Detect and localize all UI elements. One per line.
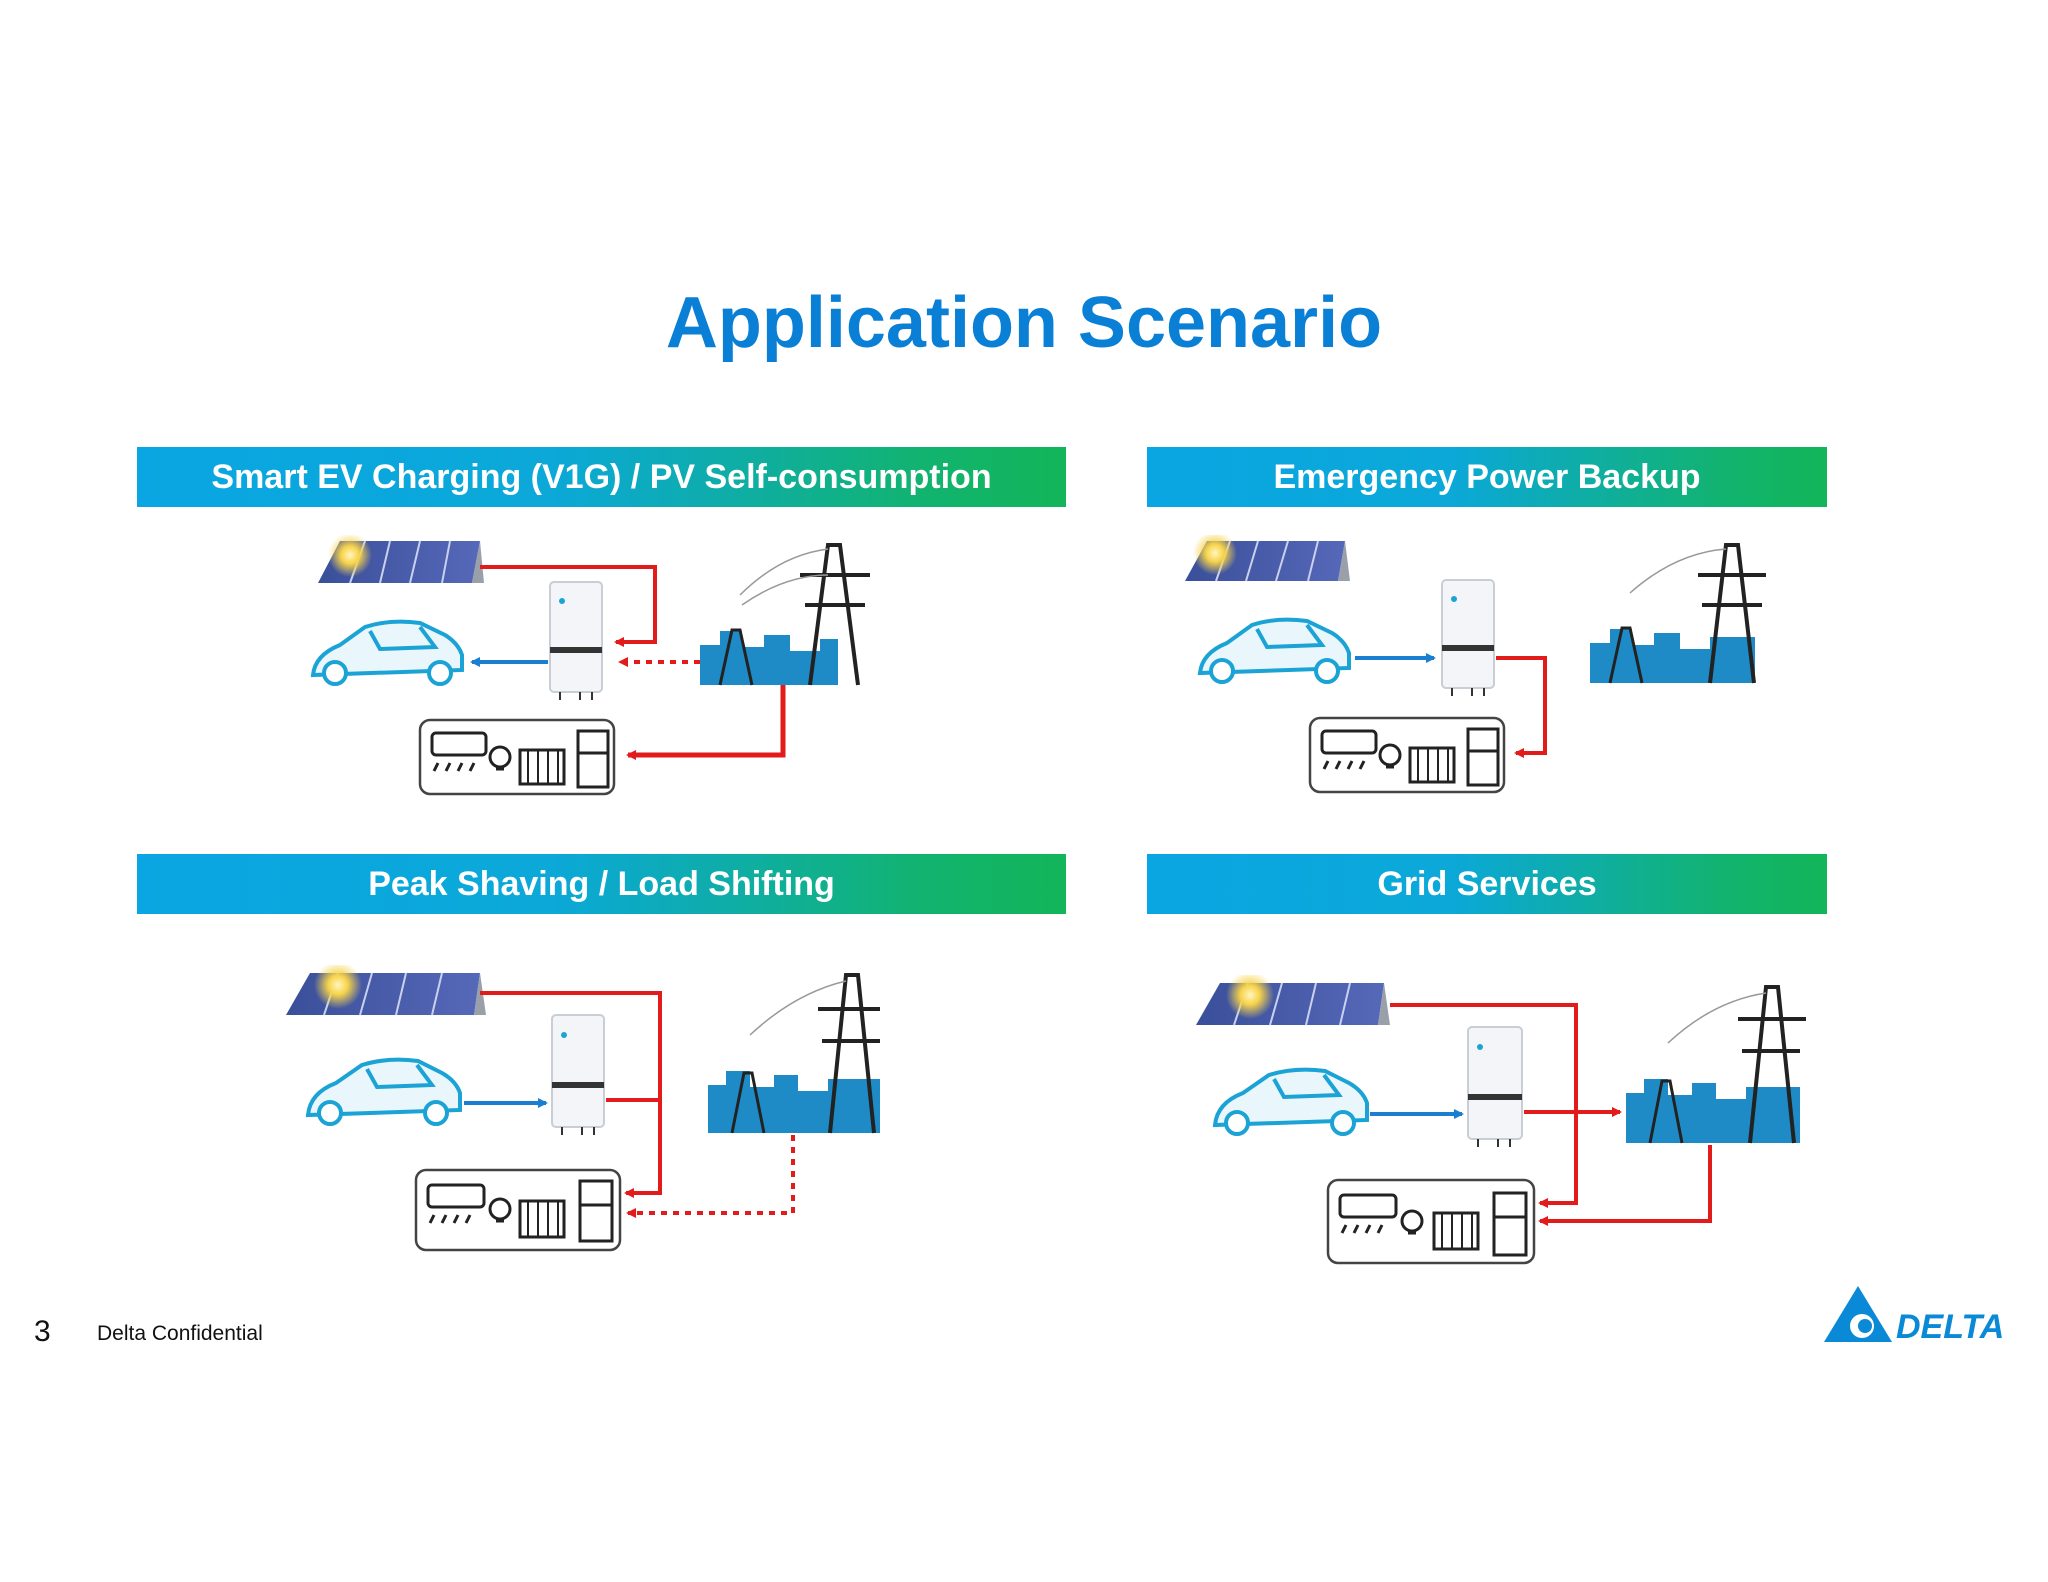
home-appliances-icon: [418, 718, 616, 796]
home-appliances-icon: [1308, 716, 1506, 794]
solar-panel-icon: [1185, 535, 1350, 582]
diagram-grid-services: [1196, 975, 1806, 1265]
scenario-banner-grid-services: Grid Services: [1147, 854, 1827, 914]
delta-triangle-icon: [1824, 1286, 1892, 1342]
home-appliances-icon: [414, 1168, 622, 1252]
power-grid-icon: [700, 543, 870, 686]
power-grid-icon: [1590, 543, 1766, 684]
scenario-banner-ev-charging: Smart EV Charging (V1G) / PV Self-consum…: [137, 447, 1066, 507]
diagram-ev-charging: [310, 535, 870, 796]
solar-panel-icon: [318, 535, 484, 584]
inverter-icon: [1441, 579, 1495, 696]
confidential-label: Delta Confidential: [97, 1322, 263, 1345]
solar-panel-icon: [286, 965, 486, 1016]
scenario-banner-power-backup: Emergency Power Backup: [1147, 447, 1827, 507]
inverter-icon: [551, 1014, 605, 1135]
energy-flows: [1370, 1003, 1712, 1226]
logo-wordmark: DELTA: [1896, 1308, 2004, 1346]
power-grid-icon: [1626, 985, 1806, 1144]
inverter-icon: [549, 581, 603, 700]
scenario-banner-peak-shaving: Peak Shaving / Load Shifting: [137, 854, 1066, 914]
electric-car-icon: [305, 1057, 462, 1126]
energy-flows: [1355, 653, 1547, 758]
energy-flows: [470, 565, 786, 760]
electric-car-icon: [310, 619, 464, 686]
inverter-icon: [1467, 1026, 1523, 1147]
diagram-peak-shaving: [286, 965, 880, 1252]
home-appliances-icon: [1326, 1178, 1536, 1265]
solar-panel-icon: [1196, 975, 1390, 1026]
page-number: 3: [34, 1315, 51, 1348]
power-grid-icon: [708, 973, 880, 1134]
delta-logo: DELTA: [1824, 1286, 2004, 1346]
diagram-power-backup: [1185, 535, 1766, 794]
electric-car-icon: [1212, 1067, 1369, 1136]
page-title: Application Scenario: [665, 283, 1383, 363]
energy-flows: [464, 991, 795, 1218]
electric-car-icon: [1197, 617, 1351, 684]
